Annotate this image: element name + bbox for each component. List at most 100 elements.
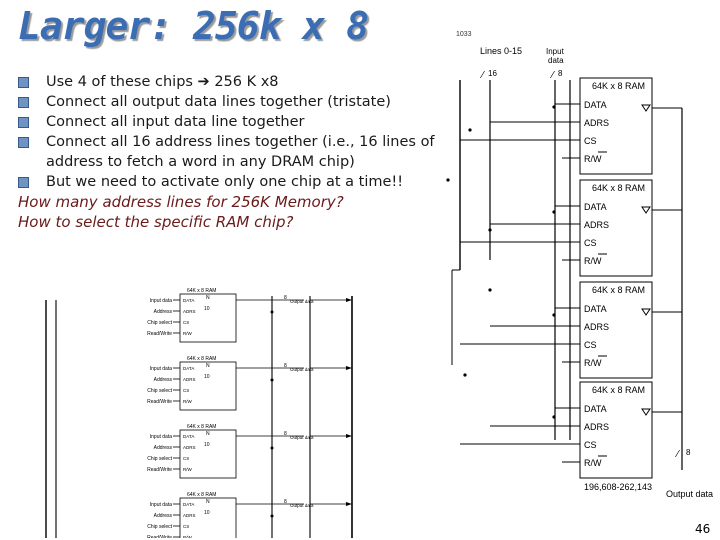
small-pin-label: Read/Write (147, 467, 172, 473)
junction-dot (552, 210, 556, 214)
arrow-icon (346, 298, 352, 302)
small-pin-name: DATA (183, 434, 194, 439)
junction-dot (446, 178, 450, 182)
small-pin-name: CS (183, 456, 189, 461)
ram-pin-label: ADRS (584, 118, 609, 128)
small-pin-label: Address (154, 377, 173, 383)
ram-pin-label: CS (584, 440, 597, 450)
small-ram-title: 64K x 8 RAM (187, 424, 216, 430)
small-pin-name: DATA (183, 366, 194, 371)
bus-width-label: 10 (204, 374, 210, 380)
ram-pin-label: ADRS (584, 422, 609, 432)
junction-dot (270, 446, 274, 450)
address-range-label: 196,608-262,143 (584, 482, 652, 492)
small-pin-name: CS (183, 388, 189, 393)
square-bullet-icon (18, 77, 29, 88)
small-pin-name: R/W (183, 467, 193, 472)
small-output-label: Output data (290, 367, 314, 372)
tristate-triangle-icon (641, 206, 651, 214)
ram-chip-body (579, 77, 653, 175)
small-ram-title: 64K x 8 RAM (187, 492, 216, 498)
page-number: 46 (695, 522, 711, 536)
arrow-icon (346, 434, 352, 438)
bullet-text: Connect all input data line together (46, 114, 305, 130)
bullet-item: But we need to activate only one chip at… (18, 172, 448, 192)
ram-pin-label: ADRS (584, 220, 609, 230)
ram-pin-label: CS (584, 238, 597, 248)
small-ram-title: 64K x 8 RAM (187, 288, 216, 294)
ram-pin-label: DATA (584, 202, 607, 212)
bus-width-label: N (206, 295, 210, 301)
bullet-item: Use 4 of these chips ➔ 256 K x8 (18, 72, 448, 92)
ram-pin-label: DATA (584, 304, 607, 314)
junction-dot (488, 288, 492, 292)
bus-width-label: N (206, 431, 210, 437)
small-pin-label: Input data (150, 502, 172, 508)
small-pin-name: CS (183, 524, 189, 529)
small-pin-label: Chip select (147, 524, 172, 530)
output-data-label: Output data (666, 489, 713, 499)
small-pin-label: Address (154, 309, 173, 315)
ram-chip-body (579, 281, 653, 379)
ram-pin-label: R/W (584, 154, 602, 164)
tristate-triangle-icon (641, 104, 651, 112)
ram-pin-label: R/W (584, 256, 602, 266)
square-bullet-icon (18, 177, 29, 188)
small-pin-name: R/W (183, 535, 193, 538)
small-pin-name: ADRS (183, 445, 196, 450)
bullet-text: Connect all output data lines together (… (46, 94, 391, 110)
square-bullet-icon (18, 97, 29, 108)
small-pin-label: Input data (150, 434, 172, 440)
junction-dot (463, 373, 467, 377)
small-pin-label: Chip select (147, 320, 172, 326)
small-pin-label: Input data (150, 366, 172, 372)
bus-slash-icon: ⁄ (549, 70, 555, 81)
ram-pin-label: CS (584, 136, 597, 146)
bus-slash-icon: ⁄ (674, 449, 680, 460)
bus-width-label: 10 (204, 306, 210, 312)
small-pin-label: Address (154, 445, 173, 451)
junction-dot (270, 514, 274, 518)
slide-title: Larger: 256k x 8 (18, 4, 369, 48)
small-pin-label: Read/Write (147, 399, 172, 405)
small-output-label: Output data (290, 299, 314, 304)
small-ram-body (179, 497, 237, 538)
small-pin-label: Read/Write (147, 535, 172, 538)
bullet-list: Use 4 of these chips ➔ 256 K x8 Connect … (18, 72, 448, 232)
bullet-text: Connect all 16 address lines together (i… (46, 134, 435, 170)
junction-dot (552, 105, 556, 109)
junction-dot (552, 313, 556, 317)
small-pin-name: ADRS (183, 377, 196, 382)
small-ram-body (179, 293, 237, 343)
small-pin-name: ADRS (183, 513, 196, 518)
junction-dot (488, 228, 492, 232)
small-ram-body (179, 429, 237, 479)
ram-chip-title: 64K x 8 RAM (592, 285, 645, 295)
address-lines-label: Lines 0-15 (480, 46, 522, 56)
square-bullet-icon (18, 137, 29, 148)
ram-pin-label: CS (584, 340, 597, 350)
small-pin-name: DATA (183, 298, 194, 303)
ram-chip-title: 64K x 8 RAM (592, 385, 645, 395)
ram-pin-label: DATA (584, 100, 607, 110)
bullet-item: Connect all input data line together (18, 112, 448, 132)
tristate-triangle-icon (641, 408, 651, 416)
tristate-triangle-icon (641, 308, 651, 316)
bus-width-label: 8 (284, 295, 287, 301)
bus-width-label: 8 (686, 448, 691, 457)
input-data-label: data (548, 56, 564, 65)
small-pin-label: Chip select (147, 388, 172, 394)
square-bullet-icon (18, 117, 29, 128)
bus-width-label: 10 (204, 510, 210, 516)
junction-dot (270, 310, 274, 314)
small-pin-name: DATA (183, 502, 194, 507)
bus-width-label: 16 (488, 69, 497, 78)
bus-width-label: N (206, 499, 210, 505)
input-data-label: Input (546, 47, 565, 56)
bus-width-label: 10 (204, 442, 210, 448)
